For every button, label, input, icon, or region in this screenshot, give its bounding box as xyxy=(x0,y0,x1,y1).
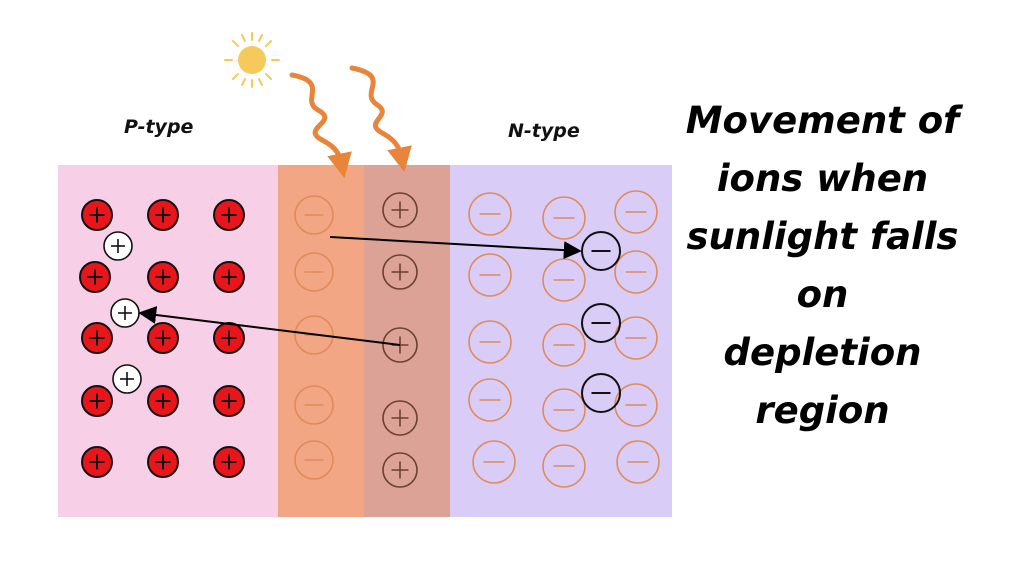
acceptor-ion xyxy=(213,261,245,293)
depletion-negative-ion xyxy=(294,195,334,235)
diagram-title: Movement of ions when sunlight falls on … xyxy=(650,92,995,440)
free-electron xyxy=(581,303,621,343)
hole xyxy=(103,231,133,261)
n-type-ion xyxy=(472,440,516,484)
acceptor-ion xyxy=(147,199,179,231)
p-type-label: P-type xyxy=(124,116,194,138)
free-electron xyxy=(581,373,621,413)
depletion-negative-ion xyxy=(294,385,334,425)
acceptor-ion xyxy=(147,385,179,417)
n-type-ion xyxy=(616,440,660,484)
depletion-region-right xyxy=(364,165,452,517)
n-type-ion xyxy=(468,378,512,422)
wavy-arrow-icon xyxy=(289,72,352,179)
depletion-positive-ion xyxy=(382,452,418,488)
acceptor-ion xyxy=(147,261,179,293)
hole xyxy=(110,298,140,328)
acceptor-ion xyxy=(213,199,245,231)
title-line: ions when xyxy=(716,157,929,200)
acceptor-ion xyxy=(147,322,179,354)
n-type-ion xyxy=(614,250,658,294)
acceptor-ion xyxy=(213,322,245,354)
free-electron xyxy=(581,231,621,271)
acceptor-ion xyxy=(147,446,179,478)
depletion-positive-ion xyxy=(382,192,418,228)
light-rays xyxy=(289,65,412,179)
n-type-ion xyxy=(542,323,586,367)
electron-movement-arrow xyxy=(329,236,582,260)
sun-icon xyxy=(224,32,280,88)
n-type-region xyxy=(450,165,672,517)
depletion-negative-ion xyxy=(294,252,334,292)
hole-movement-arrow xyxy=(138,306,401,346)
acceptor-ion xyxy=(81,385,113,417)
title-line: sunlight falls xyxy=(686,215,959,258)
title-line: depletion xyxy=(723,331,922,374)
depletion-positive-ion xyxy=(382,400,418,436)
depletion-negative-ion xyxy=(294,440,334,480)
n-type-ion xyxy=(614,316,658,360)
depletion-positive-ion xyxy=(382,254,418,290)
n-type-ion xyxy=(468,192,512,236)
n-type-ion xyxy=(542,388,586,432)
title-line: Movement of xyxy=(685,99,960,142)
title-line: on xyxy=(796,273,849,316)
acceptor-ion xyxy=(81,322,113,354)
depletion-region-left xyxy=(278,165,366,517)
n-type-ion xyxy=(468,253,512,297)
n-type-label: N-type xyxy=(508,120,580,142)
title-line: region xyxy=(755,389,890,432)
wavy-arrow-icon xyxy=(349,65,412,173)
n-type-ion xyxy=(542,444,586,488)
n-type-ion xyxy=(468,320,512,364)
acceptor-ion xyxy=(213,385,245,417)
acceptor-ion xyxy=(213,446,245,478)
n-type-ion xyxy=(614,190,658,234)
acceptor-ion xyxy=(81,446,113,478)
n-type-ion xyxy=(542,196,586,240)
acceptor-ion xyxy=(79,261,111,293)
acceptor-ion xyxy=(81,199,113,231)
hole xyxy=(112,364,142,394)
